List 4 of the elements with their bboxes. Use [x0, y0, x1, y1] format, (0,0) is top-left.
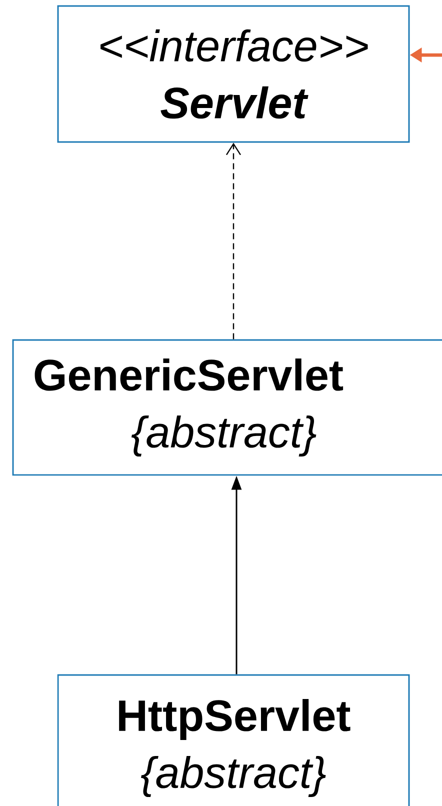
arrow: [226, 142, 242, 340]
class-box: GenericServlet {abstract}: [12, 339, 442, 476]
class-box: HttpServlet {abstract}: [57, 674, 410, 806]
class-box: <<interface>> Servlet: [57, 5, 410, 143]
